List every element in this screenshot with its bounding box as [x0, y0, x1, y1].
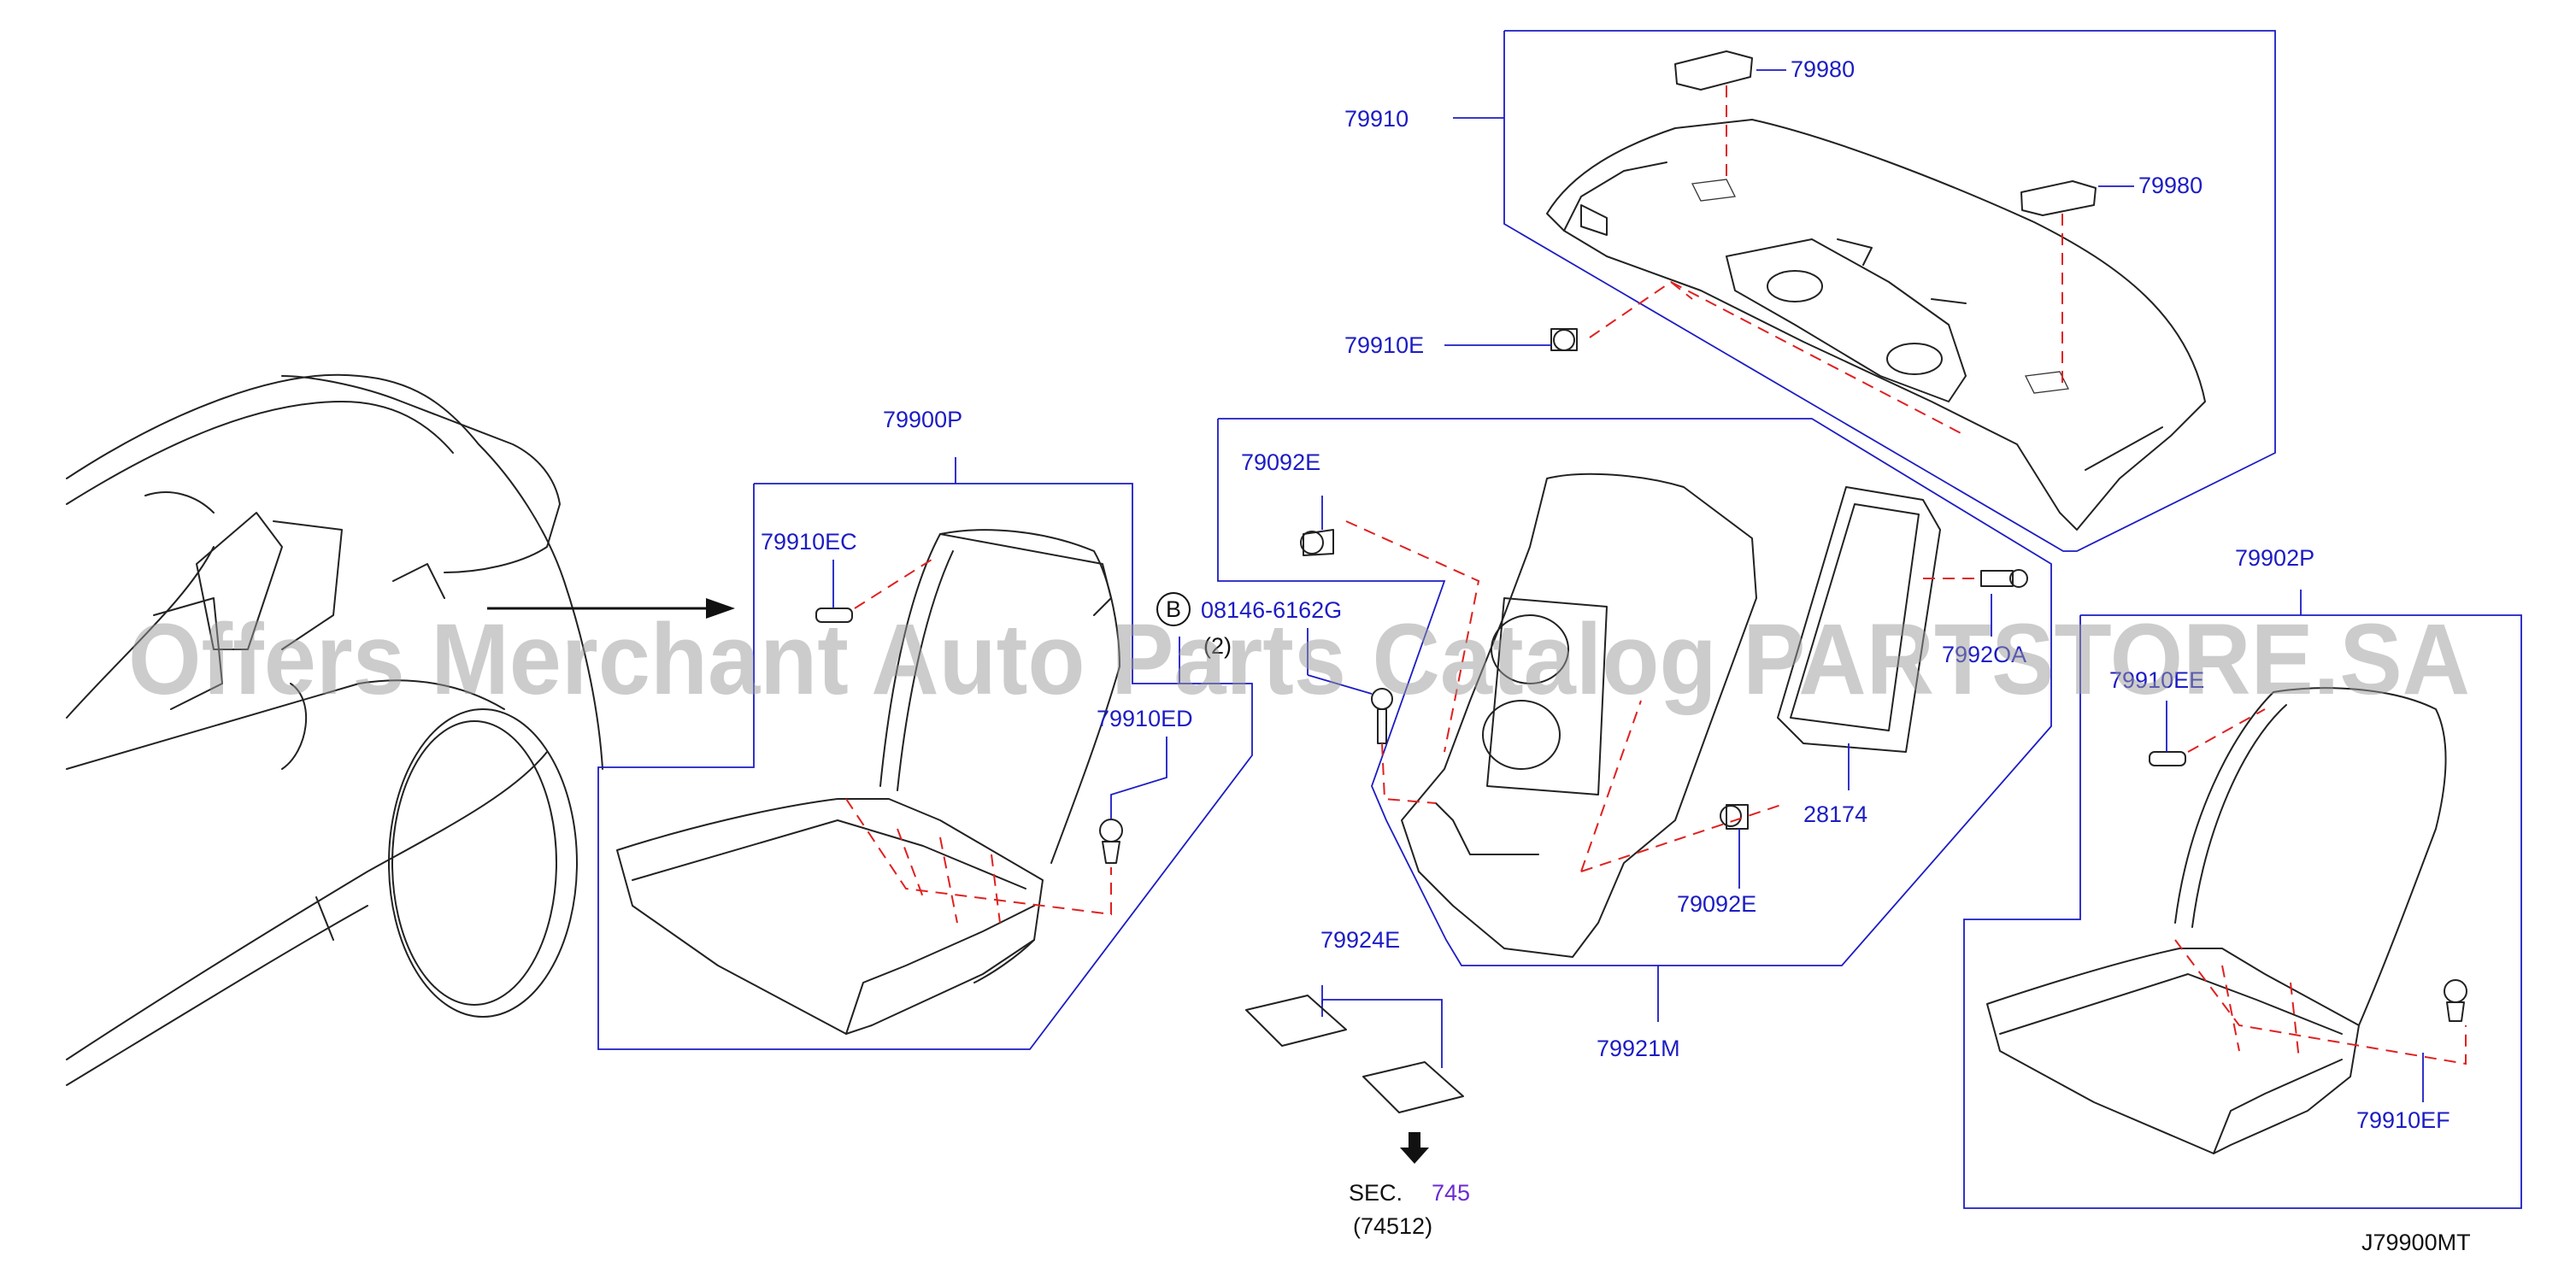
label-bolt-number[interactable]: 08146-6162G [1201, 597, 1342, 623]
section-number-link[interactable]: 745 [1432, 1180, 1470, 1206]
label-79092E-bottom[interactable]: 79092E [1677, 891, 1756, 917]
label-79921M[interactable]: 79921M [1597, 1036, 1680, 1061]
parcel-shelf-group [1453, 30, 2276, 552]
label-28174[interactable]: 28174 [1803, 801, 1867, 827]
label-79092E-top[interactable]: 79092E [1241, 449, 1320, 475]
label-79980-right[interactable]: 79980 [2138, 173, 2203, 198]
label-79910[interactable]: 79910 [1344, 106, 1409, 132]
label-79910EF[interactable]: 79910EF [2356, 1107, 2450, 1133]
label-79980-top[interactable]: 79980 [1791, 56, 1855, 82]
bolt-type-badge [1156, 592, 1191, 626]
label-79902P[interactable]: 79902P [2235, 545, 2314, 571]
label-79910ED[interactable]: 79910ED [1097, 706, 1193, 731]
pads-group [1245, 985, 1464, 1164]
label-79910EE[interactable]: 79910EE [2109, 667, 2204, 693]
label-79910EC[interactable]: 79910EC [761, 529, 857, 555]
bolt-callout[interactable]: B 08146-6162G (2) [1156, 592, 1342, 659]
left-seat-group [597, 457, 1253, 1050]
section-sub-number: (74512) [1353, 1213, 1432, 1239]
section-prefix: SEC. [1349, 1180, 1403, 1206]
diagram-code: J79900MT [2361, 1230, 2471, 1255]
label-bolt-qty: (2) [1203, 633, 1232, 659]
label-79910E[interactable]: 79910E [1344, 332, 1424, 358]
label-7992OA[interactable]: 7992OA [1942, 642, 2026, 667]
bolt-type-letter: B [1166, 596, 1181, 622]
pointer-arrow [487, 598, 735, 619]
right-seat-group [1963, 590, 2522, 1209]
section-reference[interactable]: SEC. 745 (74512) [1349, 1180, 1470, 1239]
label-79900P[interactable]: 79900P [883, 407, 962, 432]
vehicle-outline [66, 373, 603, 1086]
watermark-text: Offers Merchant Auto Parts Catalog PARTS… [128, 603, 2470, 716]
label-79924E[interactable]: 79924E [1320, 927, 1400, 953]
center-seatback-group [1217, 418, 2052, 1022]
